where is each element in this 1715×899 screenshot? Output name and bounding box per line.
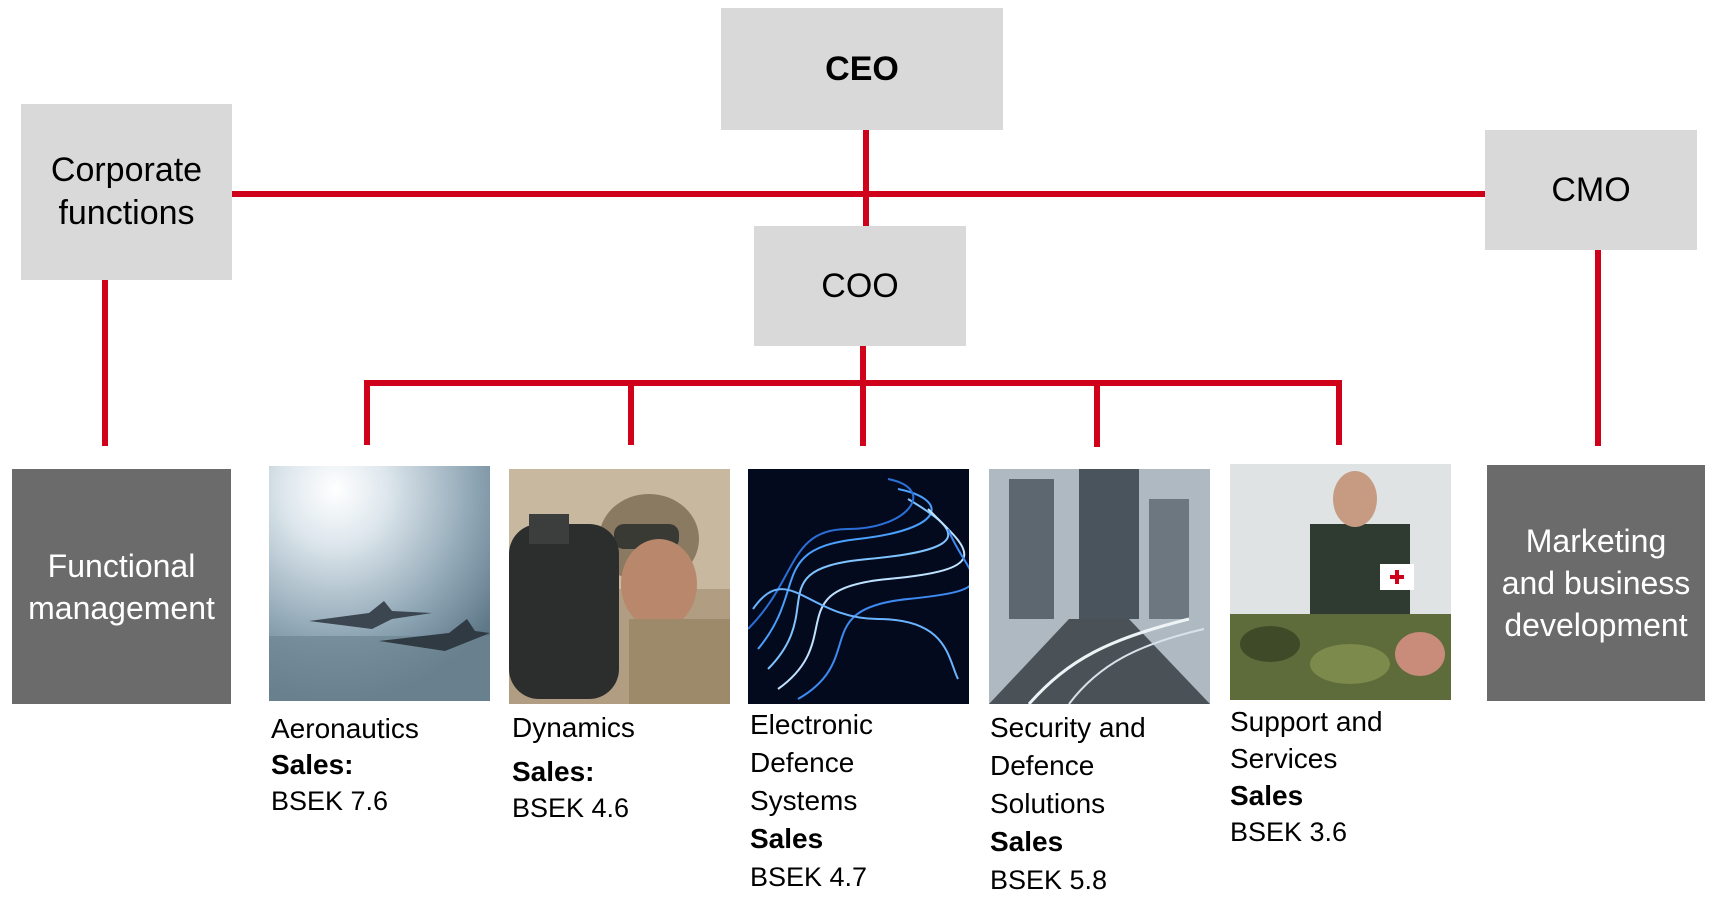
- light-fibers-photo: [748, 469, 969, 704]
- functional-management-box: Functional management: [12, 469, 231, 704]
- connector-sds: [1094, 380, 1100, 447]
- connector-support: [1336, 380, 1342, 445]
- sales-label: Sales: [990, 826, 1064, 857]
- coo-label: COO: [821, 266, 899, 305]
- marketing-box: Marketing and business development: [1487, 465, 1705, 701]
- sales-value: BSEK 7.6: [271, 786, 389, 816]
- soldier-weapon-photo: [509, 469, 730, 704]
- business-area-name: Support and Services: [1230, 706, 1383, 774]
- cmo-box: CMO: [1485, 130, 1697, 250]
- sales-label: Sales:: [512, 756, 595, 787]
- connector-marketing: [1595, 248, 1601, 446]
- ceo-label: CEO: [825, 49, 899, 88]
- connector-functional: [102, 278, 108, 446]
- business-area-support-and-services: Support and Services Sales BSEK 3.6: [1230, 703, 1410, 851]
- business-area-name: Aeronautics: [271, 713, 419, 744]
- business-area-name: Electronic Defence Systems: [750, 709, 873, 816]
- coo-box: COO: [754, 226, 966, 346]
- connector-aeronautics: [364, 380, 370, 445]
- marketing-label: Marketing and business development: [1501, 523, 1691, 643]
- sales-value: BSEK 5.8: [990, 865, 1108, 895]
- business-area-name: Dynamics: [512, 712, 635, 743]
- business-area-aeronautics: Aeronautics Sales: BSEK 7.6: [271, 711, 419, 819]
- connector-dynamics: [628, 380, 634, 445]
- cmo-label: CMO: [1551, 170, 1631, 209]
- connector-coo-down: [860, 346, 866, 446]
- functional-management-label: Functional management: [28, 547, 215, 626]
- ceo-box: CEO: [721, 8, 1003, 130]
- business-area-name: Security and Defence Solutions: [990, 712, 1146, 819]
- business-area-dynamics: Dynamics Sales: BSEK 4.6: [512, 710, 635, 826]
- sales-value: BSEK 4.7: [750, 862, 868, 892]
- medic-photo: [1230, 464, 1451, 700]
- sales-label: Sales: [750, 823, 824, 854]
- fighter-jets-photo: [269, 466, 490, 701]
- sales-label: Sales: [1230, 780, 1304, 811]
- sales-value: BSEK 4.6: [512, 793, 630, 823]
- business-area-electronic-defence-systems: Electronic Defence Systems Sales BSEK 4.…: [750, 706, 920, 896]
- corporate-functions-label: Corporate functions: [50, 151, 203, 232]
- sales-value: BSEK 3.6: [1230, 817, 1348, 847]
- connector-ceo-down: [863, 128, 869, 228]
- connector-horizontal-bottom: [364, 380, 1342, 386]
- sales-label: Sales:: [271, 749, 354, 780]
- corporate-functions-box: Corporate functions: [21, 104, 232, 280]
- business-area-security-and-defence-solutions: Security and Defence Solutions Sales BSE…: [990, 709, 1190, 899]
- connector-horizontal-top: [232, 191, 1489, 197]
- city-highway-photo: [989, 469, 1210, 704]
